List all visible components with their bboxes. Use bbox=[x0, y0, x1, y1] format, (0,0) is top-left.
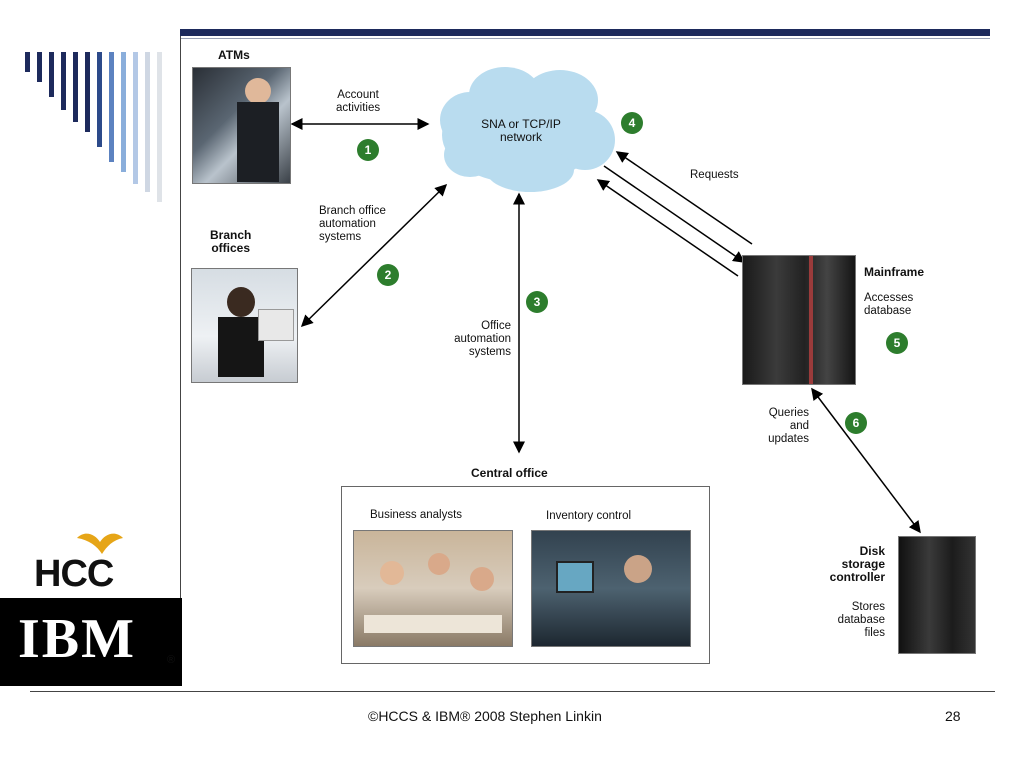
queries-updates-label: Queries and updates bbox=[768, 407, 809, 445]
footer-copyright: ©HCCS & IBM® 2008 Stephen Linkin bbox=[368, 708, 602, 724]
atms-label: ATMs bbox=[218, 48, 250, 62]
stores-files-label: Stores database files bbox=[837, 601, 885, 639]
branch-offices-label: Branch offices bbox=[210, 228, 252, 255]
network-label: SNA or TCP/IP network bbox=[481, 117, 561, 144]
ibm-logo-background bbox=[0, 598, 182, 686]
disk-storage-photo bbox=[898, 536, 976, 654]
accesses-database-label: Accesses database bbox=[864, 292, 914, 317]
branch-office-photo bbox=[191, 268, 298, 383]
central-office-label: Central office bbox=[471, 466, 548, 480]
slide-number: 28 bbox=[945, 708, 961, 724]
step-badge-6: 6 bbox=[845, 412, 867, 434]
branch-automation-label: Branch office automation systems bbox=[319, 205, 386, 243]
inventory-control-label: Inventory control bbox=[546, 510, 632, 522]
ibm-logo: IBM bbox=[18, 608, 136, 670]
left-divider bbox=[180, 36, 181, 686]
disk-storage-label: Disk storage controller bbox=[829, 544, 885, 584]
step-badge-2: 2 bbox=[377, 264, 399, 286]
business-analysts-photo bbox=[353, 530, 513, 647]
mainframe-photo bbox=[742, 255, 856, 385]
title-underline bbox=[180, 38, 990, 39]
title-bar bbox=[180, 29, 990, 36]
step-badge-4: 4 bbox=[621, 112, 643, 134]
arrow-request-3 bbox=[596, 179, 739, 277]
arrow-branch-network bbox=[300, 183, 448, 328]
arrow-request-1 bbox=[615, 151, 753, 245]
hcc-bird-logo bbox=[77, 533, 123, 554]
requests-label: Requests bbox=[690, 169, 739, 181]
arrow-request-2 bbox=[603, 165, 746, 263]
central-office-box bbox=[341, 486, 710, 664]
footer-divider bbox=[30, 691, 995, 692]
hcc-logo: HCC bbox=[34, 553, 114, 595]
inventory-control-photo bbox=[531, 530, 691, 647]
arrow-mainframe-disk bbox=[811, 387, 921, 534]
mainframe-label: Mainframe bbox=[864, 265, 925, 279]
office-automation-label: Office automation systems bbox=[454, 320, 511, 358]
network-cloud bbox=[440, 67, 615, 192]
decorative-stripes bbox=[25, 52, 170, 202]
step-badge-1: 1 bbox=[357, 139, 379, 161]
account-activities-label: Account activities bbox=[336, 89, 381, 114]
step-badge-3: 3 bbox=[526, 291, 548, 313]
business-analysts-label: Business analysts bbox=[370, 509, 463, 521]
atm-photo bbox=[192, 67, 291, 184]
registered-mark: ® bbox=[167, 654, 176, 666]
step-badge-5: 5 bbox=[886, 332, 908, 354]
